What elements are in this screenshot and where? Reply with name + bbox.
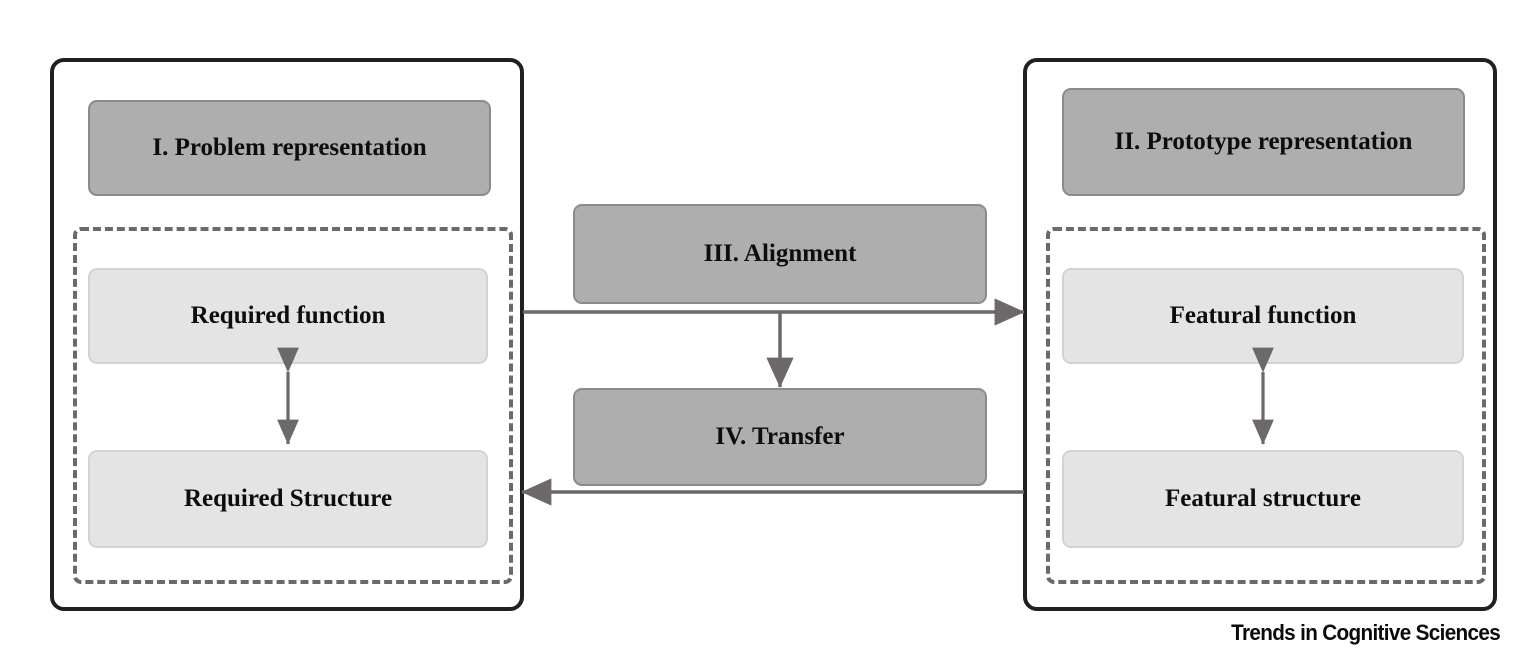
alignment-box: III. Alignment bbox=[573, 204, 987, 304]
required-structure-box: Required Structure bbox=[88, 450, 488, 548]
prototype-representation-header-box: II. Prototype representation bbox=[1062, 88, 1465, 196]
problem-representation-header-box: I. Problem representation bbox=[88, 100, 491, 196]
transfer-box: IV. Transfer bbox=[573, 388, 987, 486]
featural-function-box: Featural function bbox=[1062, 268, 1464, 364]
journal-credit: Trends in Cognitive Sciences bbox=[1231, 620, 1501, 645]
problem-inner-dashed-container bbox=[73, 227, 513, 584]
featural-structure-box: Featural structure bbox=[1062, 450, 1464, 548]
required-function-box: Required function bbox=[88, 268, 488, 364]
prototype-inner-dashed-container bbox=[1046, 227, 1486, 584]
